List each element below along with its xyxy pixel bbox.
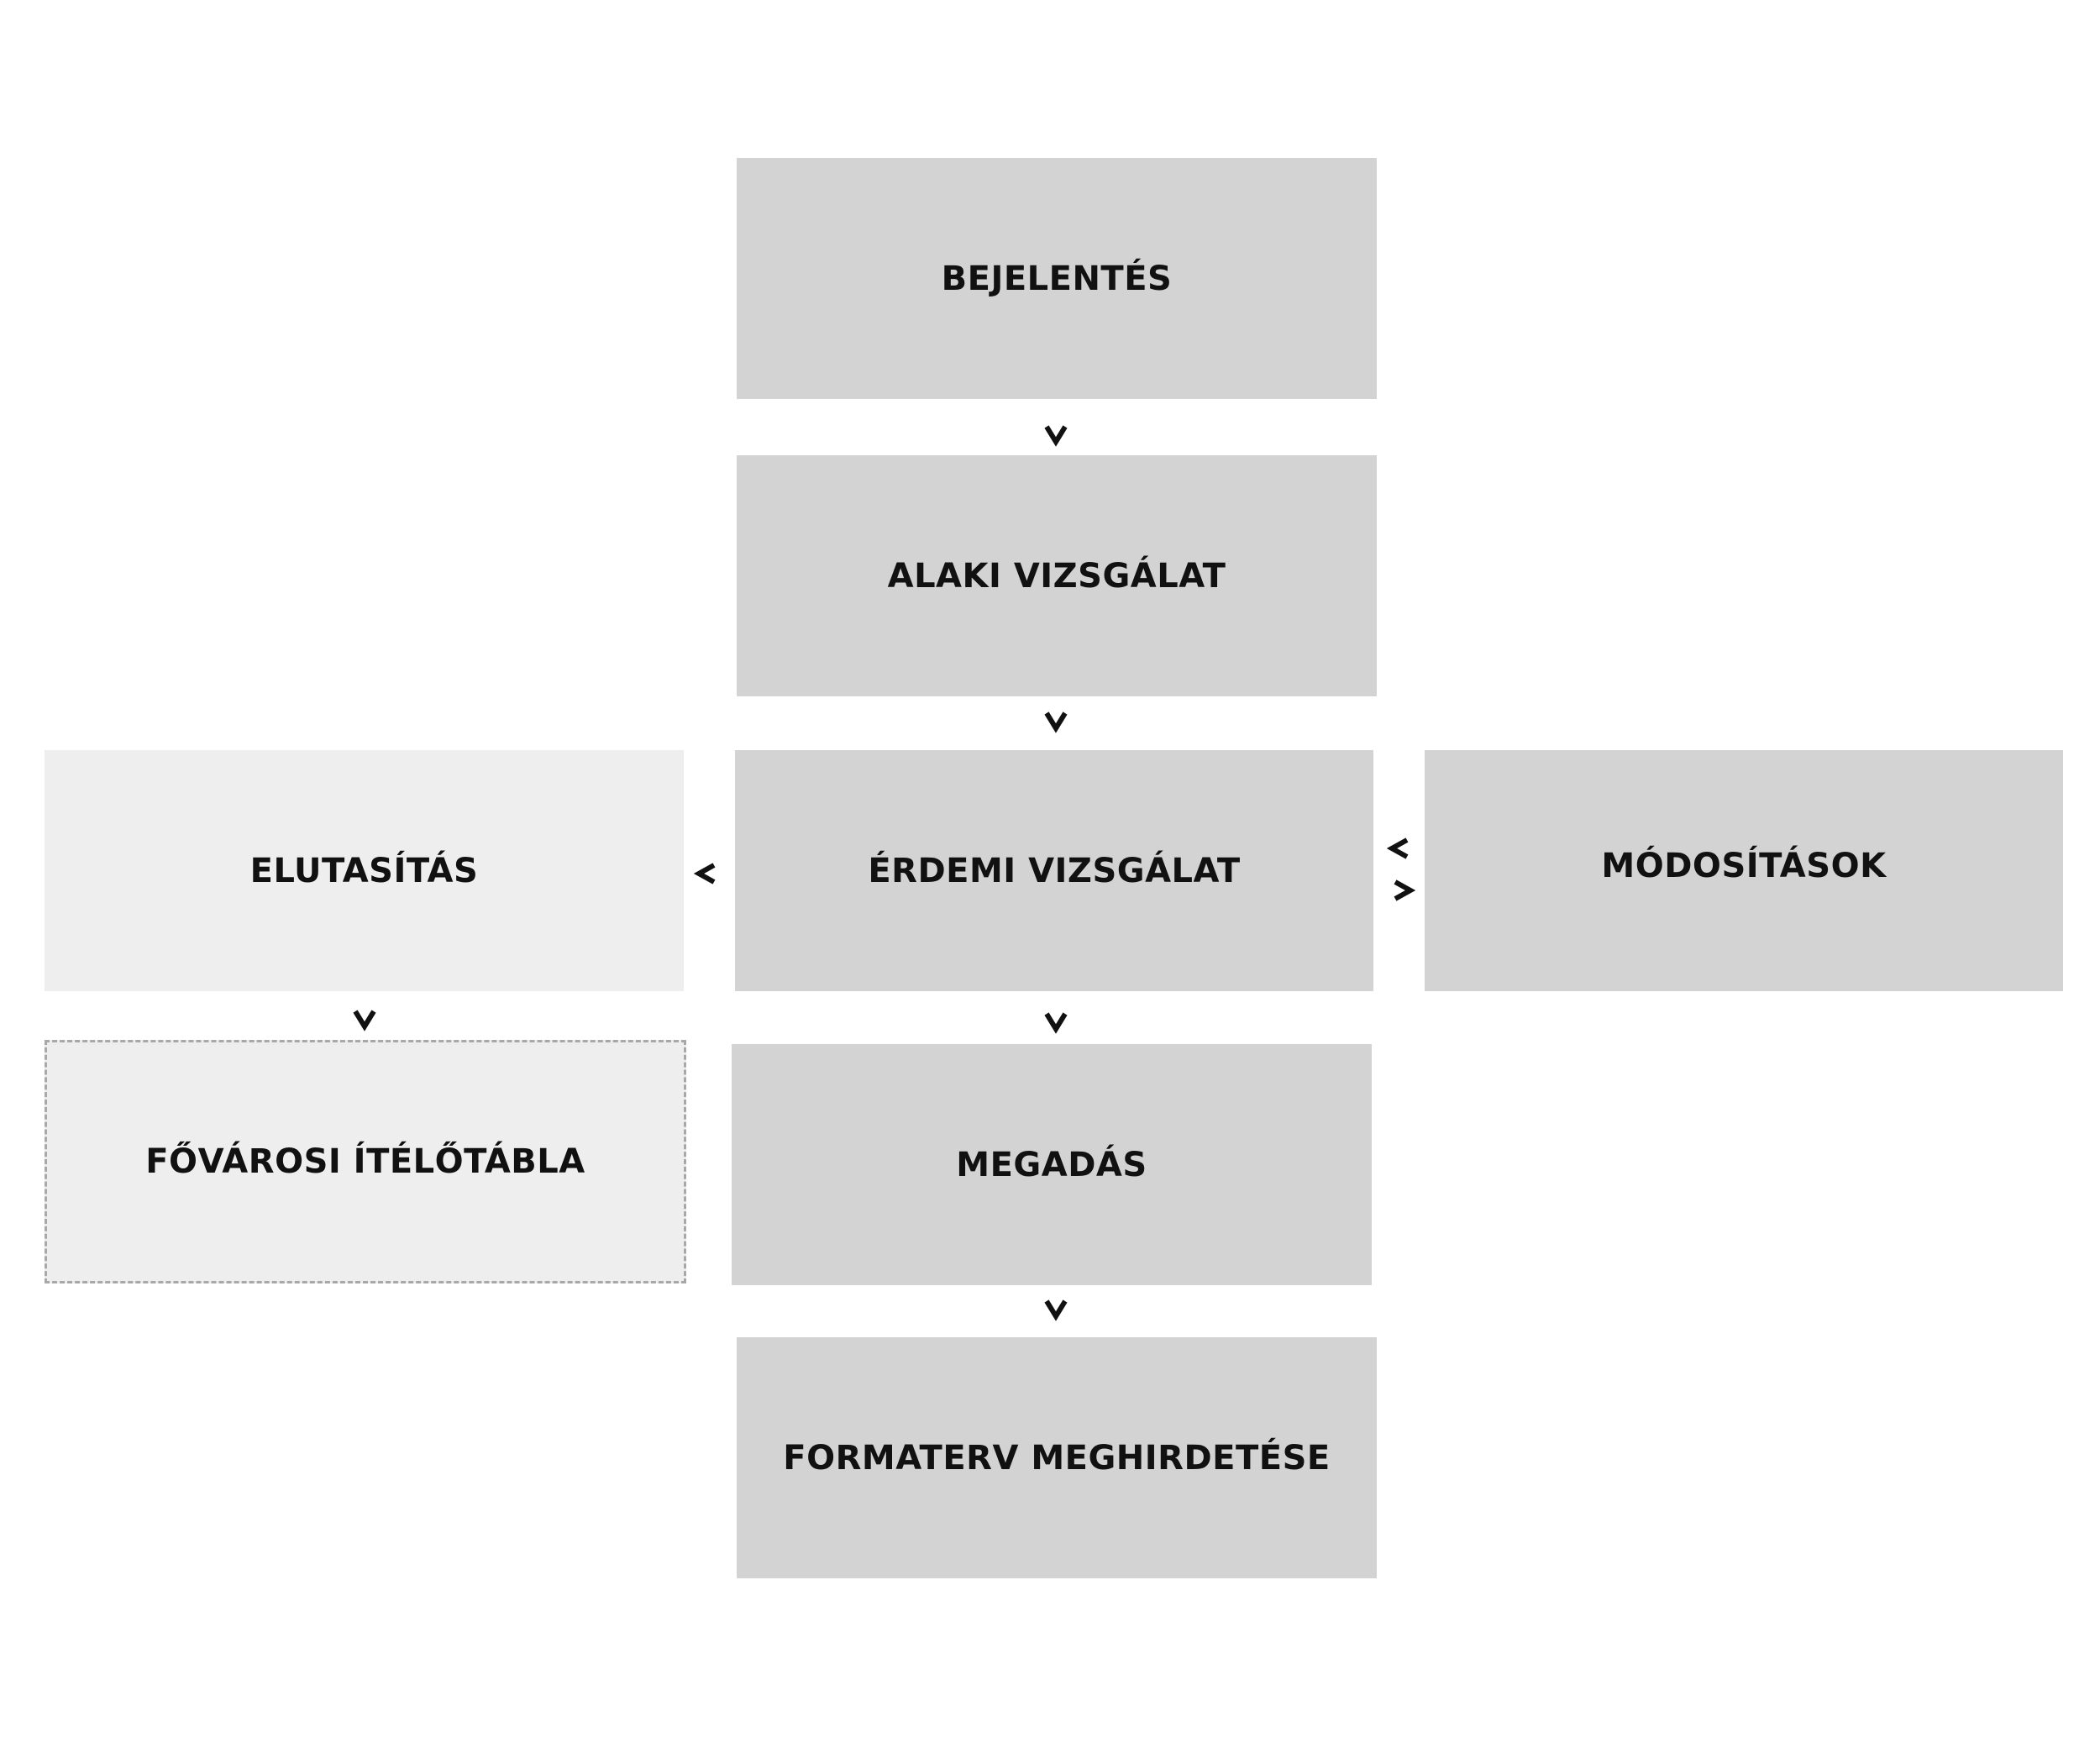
node-erdemi-vizsgalat-label: ÉRDEMI VIZSGÁLAT (868, 851, 1241, 890)
node-megadas: MEGADÁS (732, 1044, 1372, 1285)
node-modositasok-label: MÓDOSÍTÁSOK (1601, 846, 1887, 885)
node-elutasitas-label: ELUTASÍTÁS (249, 851, 479, 890)
node-bejelentes-label: BEJELENTÉS (941, 259, 1173, 298)
arrow-left-icon (1387, 837, 1409, 859)
node-bejelentes: BEJELENTÉS (737, 158, 1377, 399)
arrow-down-icon (353, 1010, 376, 1031)
arrow-down-icon (1044, 711, 1068, 733)
node-megadas-label: MEGADÁS (956, 1145, 1147, 1184)
node-formaterv-meghirdetese: FORMATERV MEGHIRDETÉSE (737, 1337, 1377, 1578)
arrow-down-icon (1044, 1299, 1068, 1321)
node-alaki-vizsgalat-label: ALAKI VIZSGÁLAT (887, 556, 1226, 596)
node-fovarosi-itelotabla-label: FŐVÁROSI ÍTÉLŐTÁBLA (145, 1142, 585, 1181)
arrow-down-icon (1044, 1012, 1068, 1034)
node-elutasitas: ELUTASÍTÁS (45, 750, 684, 991)
node-alaki-vizsgalat: ALAKI VIZSGÁLAT (737, 455, 1377, 696)
node-fovarosi-itelotabla: FŐVÁROSI ÍTÉLŐTÁBLA (45, 1040, 686, 1283)
arrow-left-icon (694, 863, 716, 884)
arrow-right-icon (1394, 879, 1415, 901)
node-formaterv-meghirdetese-label: FORMATERV MEGHIRDETÉSE (783, 1438, 1331, 1478)
node-erdemi-vizsgalat: ÉRDEMI VIZSGÁLAT (735, 750, 1373, 991)
node-modositasok: MÓDOSÍTÁSOK (1425, 750, 2063, 991)
arrow-down-icon (1044, 425, 1068, 447)
